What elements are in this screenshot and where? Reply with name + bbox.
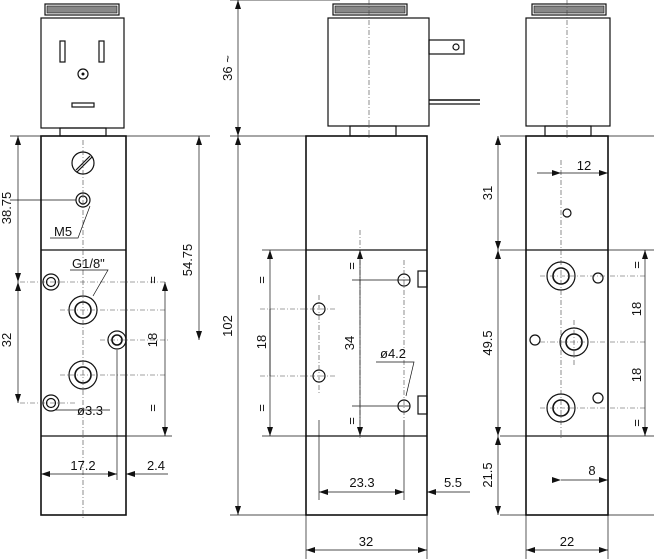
side-nut <box>349 125 397 137</box>
eq-end-bottom: = <box>629 419 644 427</box>
front-dimensions <box>10 135 210 480</box>
front-body <box>40 135 127 516</box>
dim-32-left: 32 <box>0 333 14 347</box>
side-coil <box>327 17 430 127</box>
eq-side-inner-top: = <box>344 262 359 270</box>
dim-22: 22 <box>560 534 574 549</box>
dim-2-4: 2.4 <box>147 458 165 473</box>
dim-23-3: 23.3 <box>349 475 374 490</box>
dim-18-right-b: 18 <box>629 368 644 382</box>
end-dimensions <box>497 135 654 559</box>
dim-54-75: 54.75 <box>180 244 195 277</box>
dim-18-left: 18 <box>145 333 160 347</box>
end-hole-upper-right <box>592 272 604 284</box>
front-coil-pin-left <box>59 40 66 63</box>
dim-12: 12 <box>577 158 591 173</box>
label-dia-4-2: ø4.2 <box>380 346 406 361</box>
end-cap-knurl <box>533 5 605 14</box>
eq-side-bottom: = <box>254 404 269 412</box>
front-coil-pin-right <box>98 40 105 63</box>
front-cap-knurl <box>46 5 118 14</box>
dim-21-5: 21.5 <box>480 462 495 487</box>
side-body <box>305 135 428 516</box>
front-coil-ground-pin <box>71 102 95 108</box>
eq-side-inner-bottom: = <box>344 417 359 425</box>
end-hole-left <box>529 334 541 346</box>
label-dia-3-3: ø3.3 <box>77 403 103 418</box>
end-body <box>525 135 609 516</box>
front-coil-screw <box>77 68 89 80</box>
side-cap-knurl <box>334 5 406 14</box>
side-view <box>260 0 480 516</box>
dim-17-2: 17.2 <box>70 458 95 473</box>
eq-front-bottom: = <box>145 404 160 412</box>
dim-5-5: 5.5 <box>444 475 462 490</box>
end-cap <box>531 3 607 16</box>
dim-49-5: 49.5 <box>480 330 495 355</box>
eq-front-top: = <box>145 276 160 284</box>
end-nut <box>544 125 592 137</box>
side-cap <box>332 3 408 16</box>
eq-side-top: = <box>254 276 269 284</box>
side-dimensions <box>230 0 470 559</box>
front-cap <box>44 3 120 16</box>
dim-102: 102 <box>220 315 235 337</box>
dim-18-mid: 18 <box>254 335 269 349</box>
end-view <box>525 0 645 516</box>
spade-terminal <box>428 39 465 55</box>
arrowheads <box>15 0 648 553</box>
dim-36: 36 ~ <box>220 55 235 81</box>
dim-8: 8 <box>588 463 595 478</box>
end-hole-lower-right <box>592 392 604 404</box>
dim-31: 31 <box>480 186 495 200</box>
dim-18-right-a: 18 <box>629 302 644 316</box>
eq-end-top: = <box>629 261 644 269</box>
dim-38-75: 38.75 <box>0 192 14 225</box>
dim-34: 34 <box>342 336 357 350</box>
end-coil <box>525 17 611 127</box>
label-g18: G1/8" <box>72 256 105 271</box>
front-nut <box>59 127 107 137</box>
end-pilot-hole <box>562 208 572 218</box>
front-view <box>20 3 170 520</box>
dim-32-bottom: 32 <box>359 534 373 549</box>
label-m5: M5 <box>54 224 72 239</box>
